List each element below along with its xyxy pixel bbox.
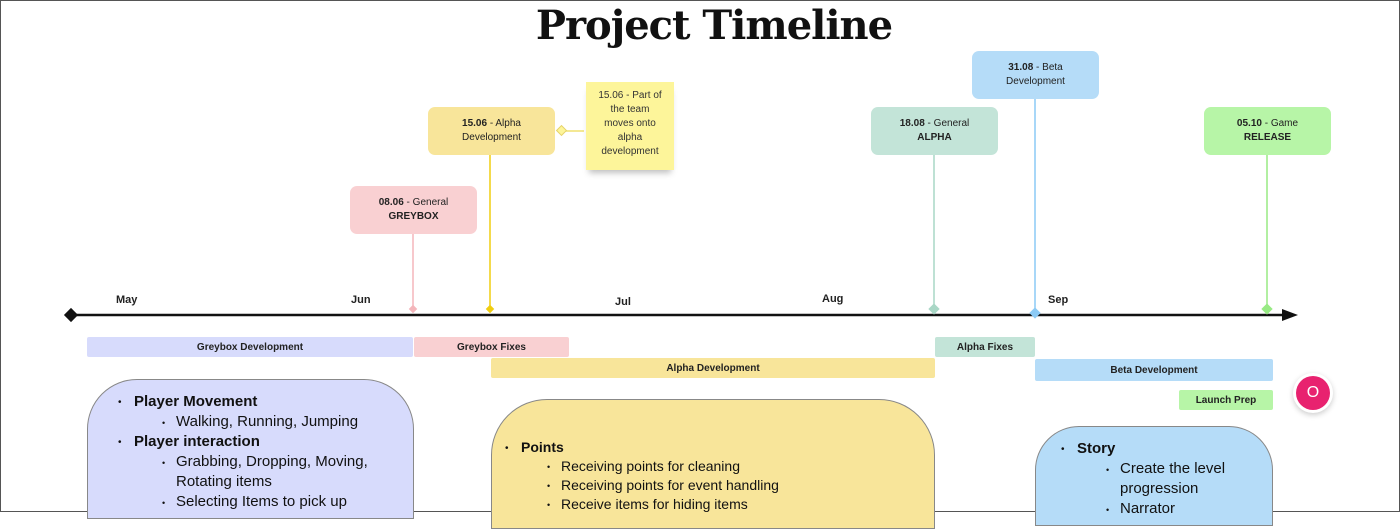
timeline-start-diamond bbox=[63, 307, 79, 323]
list-item: Narrator bbox=[1106, 499, 1260, 520]
milestone-label-2: RELEASE bbox=[1243, 132, 1292, 143]
milestone-diamond-alpha-dev bbox=[485, 304, 495, 314]
milestone-label: Game bbox=[1270, 118, 1299, 129]
milestone-date: 18.08 bbox=[899, 118, 925, 129]
phase-bar-launch-prep[interactable]: Launch Prep bbox=[1179, 390, 1273, 410]
milestone-label-2: GREYBOX bbox=[388, 211, 439, 222]
milestone-date: 31.08 bbox=[1008, 62, 1034, 73]
sticky-note[interactable]: 15.06 - Part of the team moves onto alph… bbox=[586, 82, 674, 170]
list-item-heading: Player interaction bbox=[134, 433, 260, 450]
list-item: Receive items for hiding items bbox=[547, 495, 934, 515]
sub-list: Walking, Running, Jumping bbox=[134, 412, 413, 433]
list-item-heading: Points bbox=[521, 439, 564, 455]
milestone-separator: - bbox=[487, 118, 496, 129]
sub-list: Receiving points for cleaning Receiving … bbox=[521, 457, 934, 515]
list-item: Grabbing, Dropping, Moving, Rotating ite… bbox=[162, 452, 376, 492]
list-item: Points Receiving points for cleaning Rec… bbox=[505, 438, 934, 515]
phase-bar-greybox-fixes[interactable]: Greybox Fixes bbox=[414, 337, 569, 357]
sticky-note-line: the team bbox=[610, 104, 650, 115]
milestone-separator: - bbox=[1033, 62, 1043, 73]
sticky-connector-diamond bbox=[555, 124, 568, 137]
list-item: Player interaction Grabbing, Dropping, M… bbox=[118, 432, 413, 513]
list-item-heading: Player Movement bbox=[134, 393, 258, 410]
sub-list: Create the level progression Narrator bbox=[1077, 459, 1260, 520]
milestone-diamond-alpha bbox=[928, 303, 940, 315]
milestone-date: 15.06 bbox=[462, 118, 488, 129]
page-title: Project Timeline bbox=[535, 2, 893, 49]
milestone-label-2: ALPHA bbox=[917, 132, 952, 143]
timeline-arrowhead bbox=[1282, 309, 1298, 321]
month-label-aug: Aug bbox=[822, 293, 844, 305]
milestone-label: General bbox=[412, 197, 449, 208]
milestone-separator: - bbox=[1261, 118, 1271, 129]
milestone-diamond-release bbox=[1261, 303, 1273, 315]
milestone-card-alpha[interactable]: 18.08 - General ALPHA bbox=[871, 107, 998, 155]
phase-bar-beta-development[interactable]: Beta Development bbox=[1035, 359, 1273, 381]
milestone-diamond-greybox bbox=[408, 304, 418, 314]
list-item: Walking, Running, Jumping bbox=[162, 412, 413, 433]
milestone-label: General bbox=[933, 118, 970, 129]
month-label-sep: Sep bbox=[1048, 294, 1069, 306]
panel-alpha-features[interactable]: Points Receiving points for cleaning Rec… bbox=[491, 399, 935, 529]
timeline-graphics bbox=[63, 99, 1298, 323]
milestone-card-alpha-development[interactable]: 15.06 - Alpha Development bbox=[428, 107, 555, 155]
list-item: Player Movement Walking, Running, Jumpin… bbox=[118, 392, 413, 433]
phase-bar-alpha-development[interactable]: Alpha Development bbox=[491, 358, 935, 378]
phase-bar-greybox-development[interactable]: Greybox Development bbox=[87, 337, 413, 357]
sticky-note-line: 15.06 - Part of bbox=[598, 90, 662, 101]
sticky-note-line: moves onto bbox=[604, 118, 656, 129]
milestone-diamond-beta bbox=[1029, 307, 1041, 319]
milestone-separator: - bbox=[403, 197, 413, 208]
month-label-jul: Jul bbox=[615, 296, 631, 308]
feature-list: Player Movement Walking, Running, Jumpin… bbox=[88, 380, 413, 513]
sub-list: Grabbing, Dropping, Moving, Rotating ite… bbox=[134, 452, 376, 513]
feature-list: Story Create the level progression Narra… bbox=[1036, 427, 1272, 520]
milestone-label: Alpha bbox=[495, 118, 521, 129]
panel-beta-features[interactable]: Story Create the level progression Narra… bbox=[1035, 426, 1273, 526]
milestone-label: Beta bbox=[1042, 62, 1063, 73]
month-label-jun: Jun bbox=[351, 294, 371, 306]
milestone-separator: - bbox=[924, 118, 934, 129]
list-item: Create the level progression bbox=[1106, 459, 1260, 499]
milestone-card-release[interactable]: 05.10 - Game RELEASE bbox=[1204, 107, 1331, 155]
list-item: Story Create the level progression Narra… bbox=[1061, 439, 1272, 520]
collaborator-avatar[interactable]: O bbox=[1296, 376, 1330, 410]
milestone-card-greybox[interactable]: 08.06 - General GREYBOX bbox=[350, 186, 477, 234]
milestone-date: 08.06 bbox=[378, 197, 404, 208]
list-item: Receiving points for event handling bbox=[547, 476, 934, 496]
milestone-label-2: Development bbox=[1006, 76, 1065, 87]
list-item: Receiving points for cleaning bbox=[547, 457, 934, 477]
list-item-heading: Story bbox=[1077, 440, 1116, 457]
feature-list: Points Receiving points for cleaning Rec… bbox=[492, 400, 934, 515]
month-label-may: May bbox=[116, 294, 138, 306]
panel-greybox-features[interactable]: Player Movement Walking, Running, Jumpin… bbox=[87, 379, 414, 519]
milestone-card-beta-development[interactable]: 31.08 - Beta Development bbox=[972, 51, 1099, 99]
sticky-note-line: development bbox=[601, 146, 659, 157]
milestone-label-2: Development bbox=[462, 132, 521, 143]
phase-bar-alpha-fixes[interactable]: Alpha Fixes bbox=[935, 337, 1035, 357]
sticky-note-line: alpha bbox=[617, 132, 643, 143]
milestone-date: 05.10 bbox=[1236, 118, 1262, 129]
list-item: Selecting Items to pick up bbox=[162, 492, 376, 513]
